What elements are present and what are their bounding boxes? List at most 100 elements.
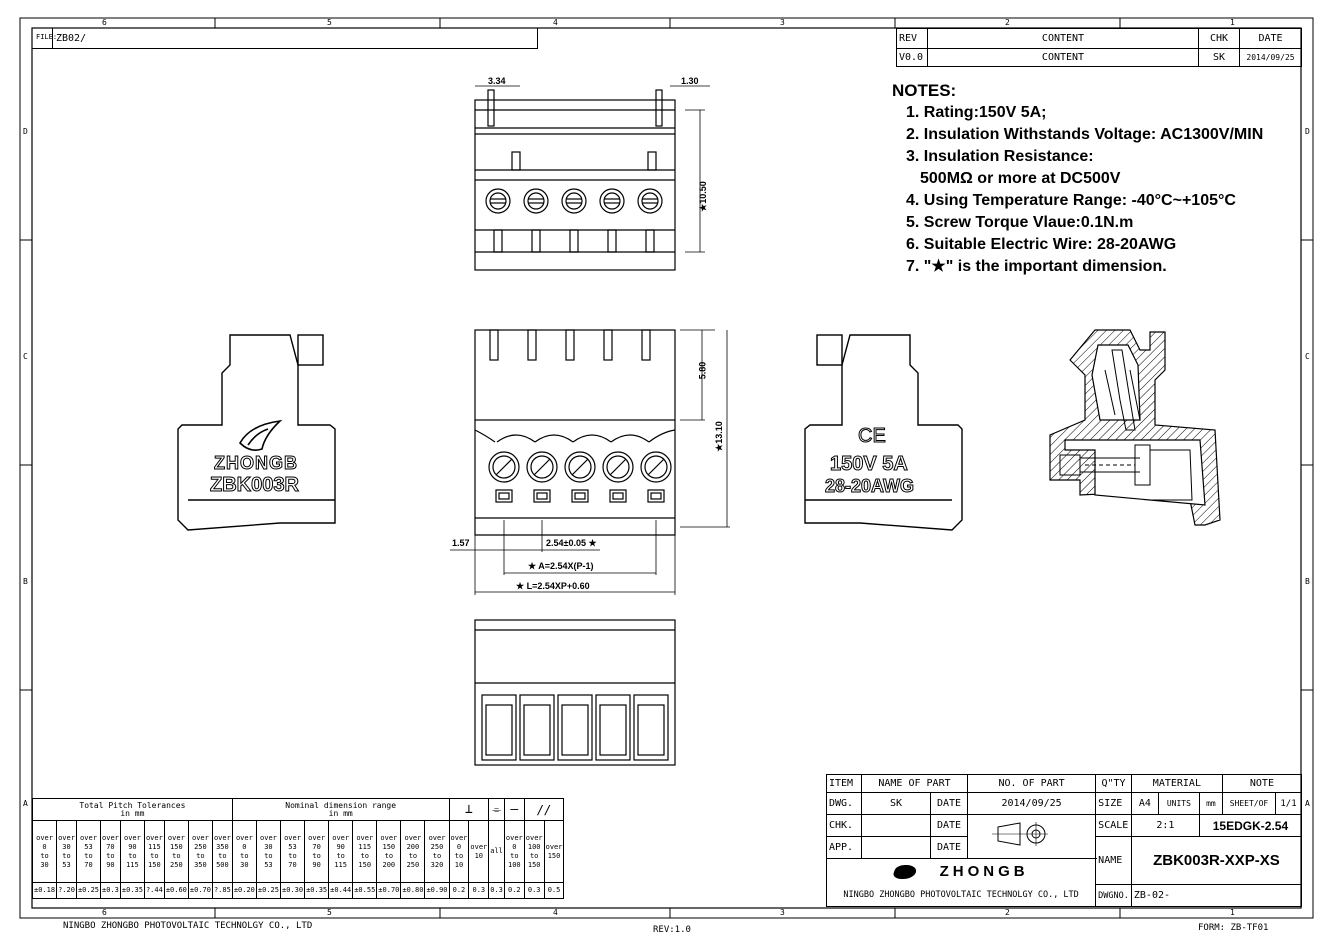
tb-units: mm	[1198, 792, 1223, 815]
note-6: 6. Suitable Electric Wire: 28-20AWG	[906, 236, 1177, 253]
symbol-range-line: 10	[454, 860, 464, 869]
pitch-range-line: 30	[40, 860, 49, 869]
symbol-range-line: 0	[456, 842, 462, 851]
pitch-range-line: 90	[128, 842, 137, 851]
symbol-range-line: over	[470, 842, 488, 851]
note-1: 1. Rating:150V 5A;	[906, 104, 1047, 121]
nominal-range-line: 150	[382, 842, 396, 851]
pitch-range-line: 350	[194, 860, 207, 869]
pitch-range-line: 70	[84, 860, 93, 869]
nominal-range-line: 53	[288, 842, 297, 851]
nominal-value-7: ±0.80	[400, 882, 426, 899]
footer-form: FORM: ZB-TF01	[1198, 923, 1269, 933]
zone-left-b: B	[23, 577, 28, 586]
zone-bottom-1: 1	[1230, 908, 1235, 917]
pitch-range-line: to	[106, 851, 115, 860]
pitch-range-line: over	[145, 833, 163, 842]
file-name: ZB02/	[56, 33, 87, 44]
tb-item-header: ITEM	[826, 774, 862, 793]
pitch-value-8: ?.85	[211, 882, 233, 899]
symbol-flat: —	[503, 798, 525, 821]
zone-top-4: 4	[553, 18, 558, 27]
pitch-title: Total Pitch Tolerances	[79, 800, 186, 810]
zone-right-d: D	[1305, 127, 1310, 136]
symbol-value-4: 0.3	[523, 882, 545, 899]
right-ce-mark: CE	[858, 425, 887, 447]
tb-dwg-date-label: DATE	[930, 792, 968, 815]
nominal-range-line: over	[332, 833, 350, 842]
tb-name-label: NAME	[1095, 836, 1132, 885]
nominal-range-line: to	[384, 851, 394, 860]
symbol-sym: ⌯	[488, 798, 505, 821]
pitch-range-line: to	[84, 851, 93, 860]
nominal-range-line: over	[428, 833, 446, 842]
file-box	[32, 28, 538, 49]
nominal-range-line: 320	[430, 860, 444, 869]
content-value: CONTENT	[927, 48, 1199, 67]
nominal-range-line: over	[308, 833, 326, 842]
pitch-range-line: 53	[62, 860, 71, 869]
nominal-value-5: ±0.55	[352, 882, 378, 899]
zone-right-c: C	[1305, 352, 1310, 361]
nominal-range-line: 30	[264, 842, 273, 851]
content-header: CONTENT	[927, 28, 1199, 49]
symbol-parallel: //	[523, 798, 565, 821]
nominal-range-line: 90	[336, 842, 345, 851]
nominal-range-line: to	[288, 851, 297, 860]
pitch-range-line: to	[218, 851, 227, 860]
front-view-drawing	[450, 329, 730, 595]
pitch-range-line: to	[196, 851, 205, 860]
nominal-value-4: ±0.44	[328, 882, 354, 899]
footer-company: NINGBO ZHONGBO PHOTOVOLTAIC TECHNOLGY CO…	[63, 921, 313, 931]
pitch-range-line: 500	[216, 860, 229, 869]
tb-part-name: ZBK003R-XXP-XS	[1130, 836, 1303, 885]
nominal-range-line: over	[284, 833, 301, 842]
nominal-range-line: to	[264, 851, 273, 860]
pitch-unit: in mm	[120, 808, 145, 818]
zone-bottom-6: 6	[102, 908, 107, 917]
symbol-range-line: to	[510, 851, 519, 860]
tb-logo-text: ZHONGB	[939, 863, 1029, 881]
nominal-value-1: ±0.25	[255, 882, 281, 899]
symbol-value-1: 0.3	[468, 882, 490, 899]
bottom-view-drawing	[474, 619, 676, 766]
right-rating: 150V 5A	[830, 453, 909, 475]
nominal-range-line: 250	[406, 860, 420, 869]
dim-a-formula: ★ A=2.54X(P-1)	[528, 561, 594, 571]
tb-app-label: APP.	[826, 836, 862, 859]
section-view-drawing	[1049, 329, 1221, 526]
left-side-view-drawing	[177, 334, 336, 531]
nominal-range-line: to	[240, 851, 249, 860]
symbol-range-line: over	[525, 833, 543, 842]
tb-scale-label: SCALE	[1095, 814, 1132, 837]
symbol-range-line: over	[505, 833, 523, 842]
symbol-range-line: 100	[508, 860, 521, 869]
pitch-value-0: ±0.18	[31, 882, 58, 899]
tb-no-header: NO. OF PART	[966, 774, 1097, 793]
zone-top-2: 2	[1005, 18, 1010, 27]
nominal-value-3: ±0.35	[304, 882, 330, 899]
dim-pitch: 2.54±0.05 ★	[546, 538, 597, 548]
pitch-range-line: to	[128, 851, 137, 860]
nominal-title: Nominal dimension range	[285, 800, 397, 810]
zone-left-d: D	[23, 127, 28, 136]
right-wire: 28-20AWG	[824, 476, 915, 496]
pitch-range-line: over	[213, 833, 231, 842]
nominal-value-6: ±0.70	[376, 882, 402, 899]
nominal-range-line: over	[380, 833, 398, 842]
tb-dwg-label: DWG.	[826, 792, 862, 815]
zone-bottom-2: 2	[1005, 908, 1010, 917]
symbol-range-line: over	[450, 833, 468, 842]
pitch-range-line: to	[150, 851, 159, 860]
dim-580: 5.80	[697, 361, 708, 380]
